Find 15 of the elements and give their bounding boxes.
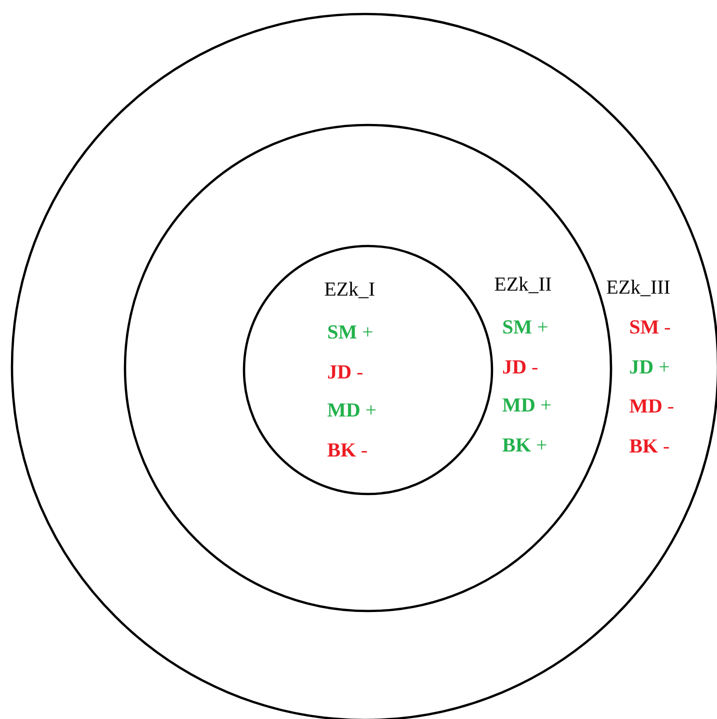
sign-entry: MD +	[502, 398, 551, 412]
sign-entry: BK -	[630, 439, 669, 453]
group-heading: EZk_III	[606, 280, 670, 296]
group-heading: EZk_I	[324, 282, 374, 298]
sign-entry: JD -	[503, 360, 538, 374]
sign-entry: SM -	[630, 320, 670, 334]
sign-entry: SM +	[328, 325, 372, 339]
sign-entry: BK -	[328, 443, 367, 457]
sign-entry: MD +	[328, 403, 376, 417]
group-heading: EZk_II	[494, 276, 552, 294]
sign-entry: JD +	[630, 360, 669, 374]
sign-entry: JD -	[328, 365, 362, 379]
sign-entry: BK +	[502, 438, 546, 452]
sign-entry: MD -	[630, 399, 674, 413]
sign-entry: SM +	[503, 320, 548, 334]
